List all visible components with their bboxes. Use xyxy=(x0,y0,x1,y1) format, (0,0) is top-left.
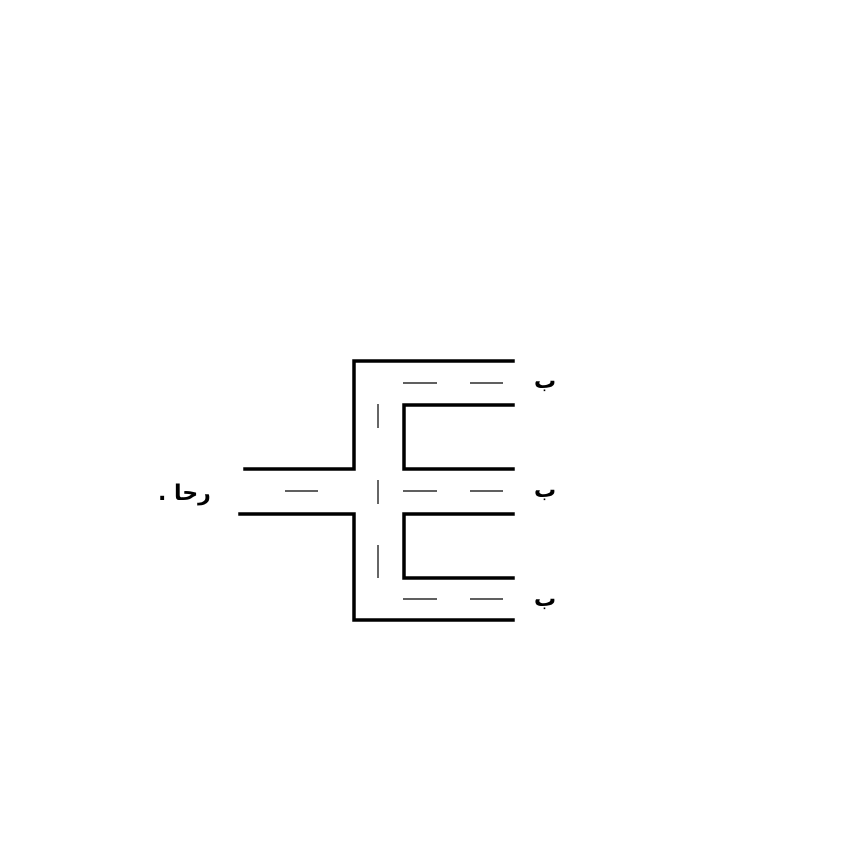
origin-label: رحا . xyxy=(158,481,211,506)
exit-top-label: ب xyxy=(534,369,557,394)
exit-middle-label: ب xyxy=(534,478,557,503)
road-wall-top-outer xyxy=(243,359,515,471)
exit-bottom-label: ب xyxy=(534,587,557,612)
road-wall-bottom-outer xyxy=(238,512,515,622)
island-bottom-wall xyxy=(402,512,515,580)
island-top-wall xyxy=(402,403,515,471)
